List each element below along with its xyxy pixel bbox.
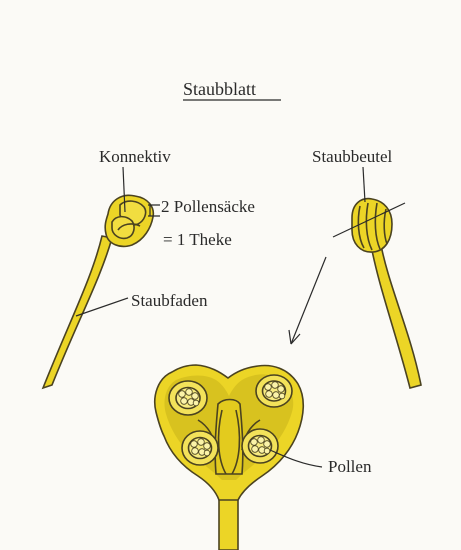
pollen-sac-bottom-left	[182, 431, 218, 465]
label-konnektiv: Konnektiv	[99, 147, 171, 166]
pollen-sac-top-right	[256, 375, 292, 407]
right-stamen	[352, 199, 421, 388]
pollen-sac-bottom-right	[242, 429, 278, 463]
label-pollensaecke: 2 Pollensäcke	[161, 197, 255, 216]
label-pollen: Pollen	[328, 457, 372, 476]
label-staubfaden: Staubfaden	[131, 291, 208, 310]
section-arrow	[289, 257, 326, 344]
right-filament	[370, 240, 421, 388]
left-anther	[105, 195, 153, 246]
left-filament	[43, 236, 112, 388]
staubbeutel-leader	[363, 167, 365, 202]
label-theke: = 1 Theke	[163, 230, 232, 249]
label-staubbeutel: Staubbeutel	[312, 147, 393, 166]
anther-cross-section	[155, 365, 303, 550]
diagram-title: Staubblatt	[183, 79, 256, 99]
pollen-sac-top-left	[169, 381, 207, 415]
